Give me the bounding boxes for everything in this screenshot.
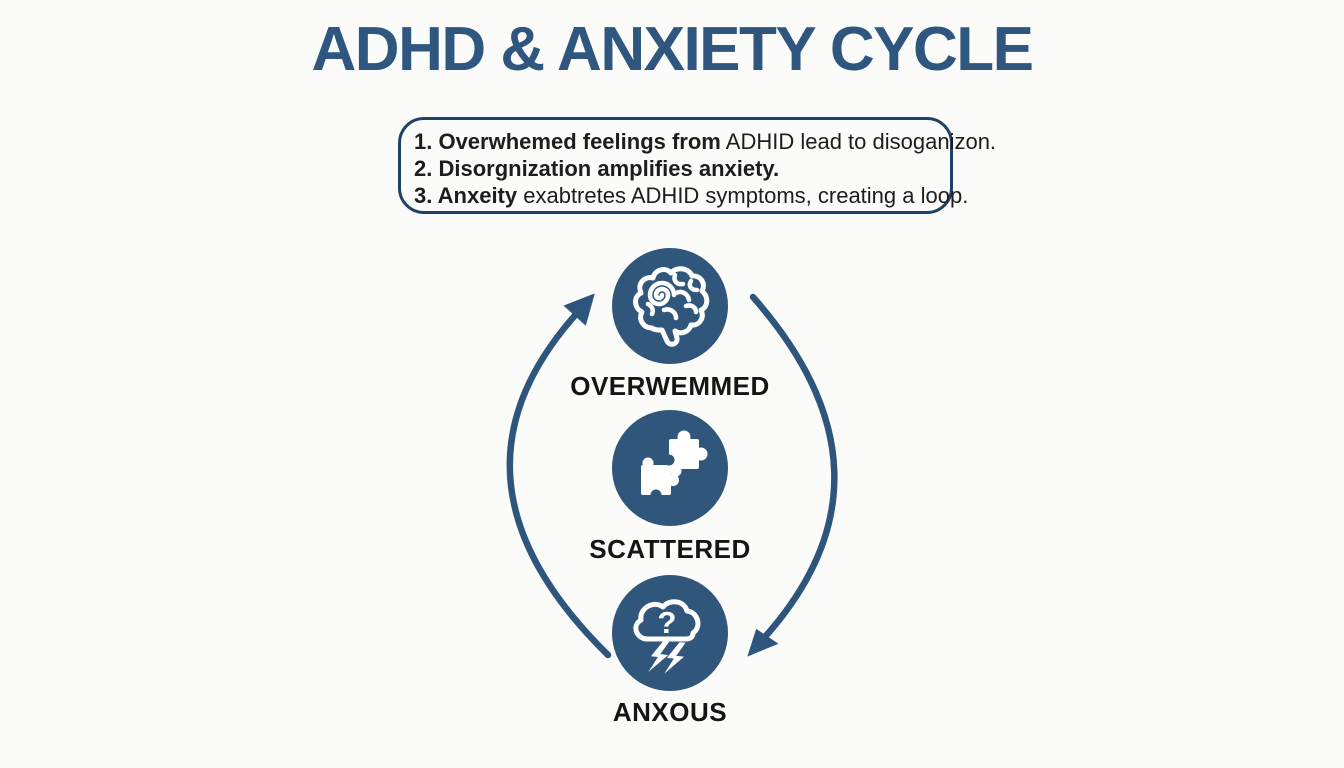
summary-item-3-rest: exabtretes ADHID symptoms, creating a lo… bbox=[517, 183, 969, 208]
overwhelmed-label: OVERWEMMED bbox=[570, 371, 770, 401]
brain-icon bbox=[612, 248, 728, 364]
anxious-node: ? bbox=[612, 575, 728, 691]
cycle-arrow-up-icon bbox=[506, 293, 612, 659]
overwhelmed-node bbox=[612, 248, 728, 364]
storm-cloud-icon: ? bbox=[612, 575, 728, 691]
scattered-label: SCATTERED bbox=[589, 534, 751, 564]
summary-item-1-bold: 1. Overwhemed feelings from bbox=[414, 129, 721, 154]
summary-item-1-rest: ADHID lead to disoganizon. bbox=[720, 129, 997, 154]
summary-item-3-bold: 3. Anxeity bbox=[414, 183, 518, 208]
puzzle-icon bbox=[612, 410, 728, 526]
anxious-label: ANXOUS bbox=[612, 697, 728, 727]
cycle-arrow-down-icon bbox=[747, 293, 838, 657]
page-title: ADHD & ANXIETY CYCLE bbox=[311, 15, 1034, 84]
summary-item-2: 2. Disorgnization amplifies anxiety. bbox=[414, 155, 950, 182]
question-mark-glyph: ? bbox=[658, 605, 677, 640]
summary-item-1: 1. Overwhemed feelings from ADHID lead t… bbox=[414, 128, 996, 155]
scattered-node bbox=[612, 410, 728, 526]
summary-item-3: 3. Anxeity exabtretes ADHID symptoms, cr… bbox=[414, 182, 968, 209]
summary-item-2-bold: 2. Disorgnization amplifies anxiety. bbox=[414, 156, 780, 181]
summary-box: 1. Overwhemed feelings from ADHID lead t… bbox=[398, 117, 996, 214]
